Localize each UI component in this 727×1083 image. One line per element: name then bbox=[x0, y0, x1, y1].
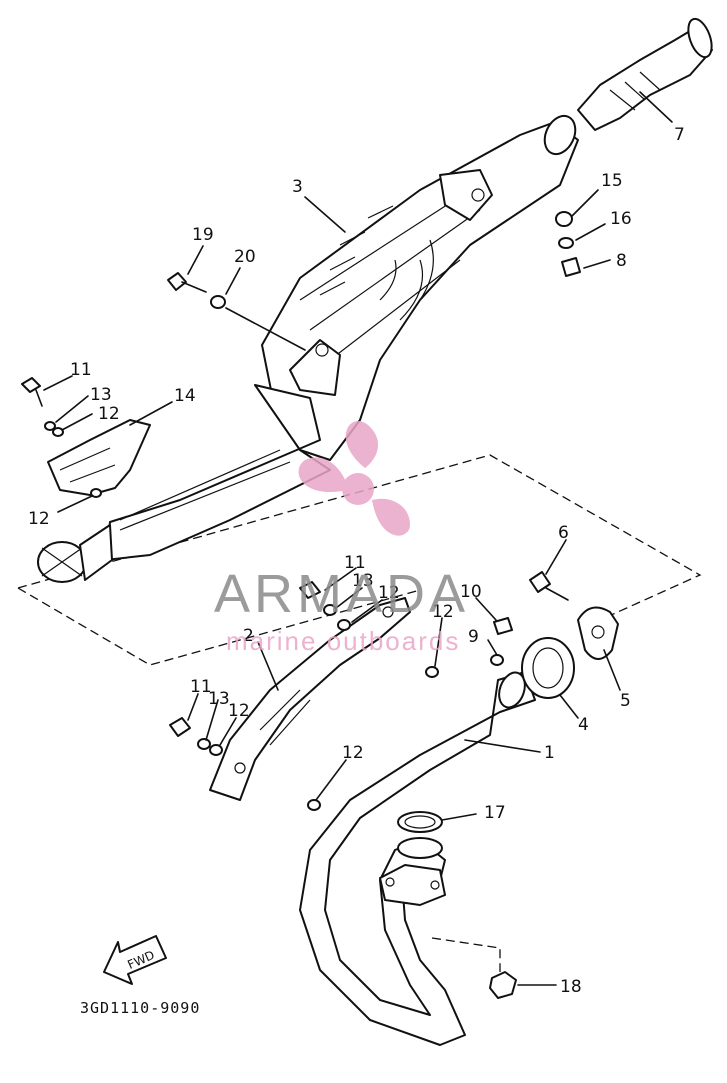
callout-6: 6 bbox=[558, 523, 569, 543]
watermark-brand: ARMADA bbox=[214, 564, 469, 624]
callout-11-top: 11 bbox=[70, 360, 92, 380]
joint bbox=[521, 637, 575, 699]
callout-20: 20 bbox=[234, 247, 256, 267]
callout-12-top: 12 bbox=[98, 404, 120, 424]
callout-5: 5 bbox=[620, 691, 631, 711]
watermark-tagline: marine outboards bbox=[226, 626, 460, 656]
callout-15: 15 bbox=[601, 171, 623, 191]
heat-protector bbox=[47, 419, 151, 496]
callout-12-left: 12 bbox=[28, 509, 50, 529]
clamp bbox=[577, 606, 619, 660]
callout-8: 8 bbox=[616, 251, 627, 271]
callout-12-right: 12 bbox=[432, 602, 454, 622]
callout-13-top: 13 bbox=[90, 385, 112, 405]
exhaust-flange bbox=[379, 864, 446, 906]
muffler bbox=[37, 114, 579, 583]
callout-3: 3 bbox=[292, 177, 303, 197]
callout-16: 16 bbox=[610, 209, 632, 229]
callout-19: 19 bbox=[192, 225, 214, 245]
callout-11-mid: 11 bbox=[344, 553, 366, 573]
callout-11-low: 11 bbox=[190, 677, 212, 697]
fasteners bbox=[21, 211, 581, 999]
callout-2: 2 bbox=[243, 626, 254, 646]
callout-12-mid: 12 bbox=[378, 583, 400, 603]
exhaust-pipe bbox=[299, 671, 536, 1046]
callout-4: 4 bbox=[578, 715, 589, 735]
watermark: ARMADA marine outboards bbox=[214, 420, 469, 656]
callout-18: 18 bbox=[560, 977, 582, 997]
spark-arrester bbox=[577, 17, 713, 131]
callout-7: 7 bbox=[674, 125, 685, 145]
fwd-arrow: FWD bbox=[103, 935, 167, 985]
bracket bbox=[209, 597, 411, 801]
callout-17: 17 bbox=[484, 803, 506, 823]
callouts: 3 7 15 16 8 19 20 11 13 12 14 12 11 13 1… bbox=[28, 125, 685, 997]
callout-13-low: 13 bbox=[208, 689, 230, 709]
propeller-logo bbox=[298, 420, 410, 536]
leader-lines bbox=[43, 91, 673, 986]
callout-12-bottom: 12 bbox=[342, 743, 364, 763]
callout-12-low: 12 bbox=[228, 701, 250, 721]
callout-13-mid: 13 bbox=[352, 571, 374, 591]
callout-9: 9 bbox=[468, 627, 479, 647]
callout-1: 1 bbox=[544, 743, 555, 763]
callout-10: 10 bbox=[460, 582, 482, 602]
gasket bbox=[397, 811, 443, 833]
drawing-code: 3GD1110-9090 bbox=[80, 999, 200, 1017]
callout-14: 14 bbox=[174, 386, 196, 406]
